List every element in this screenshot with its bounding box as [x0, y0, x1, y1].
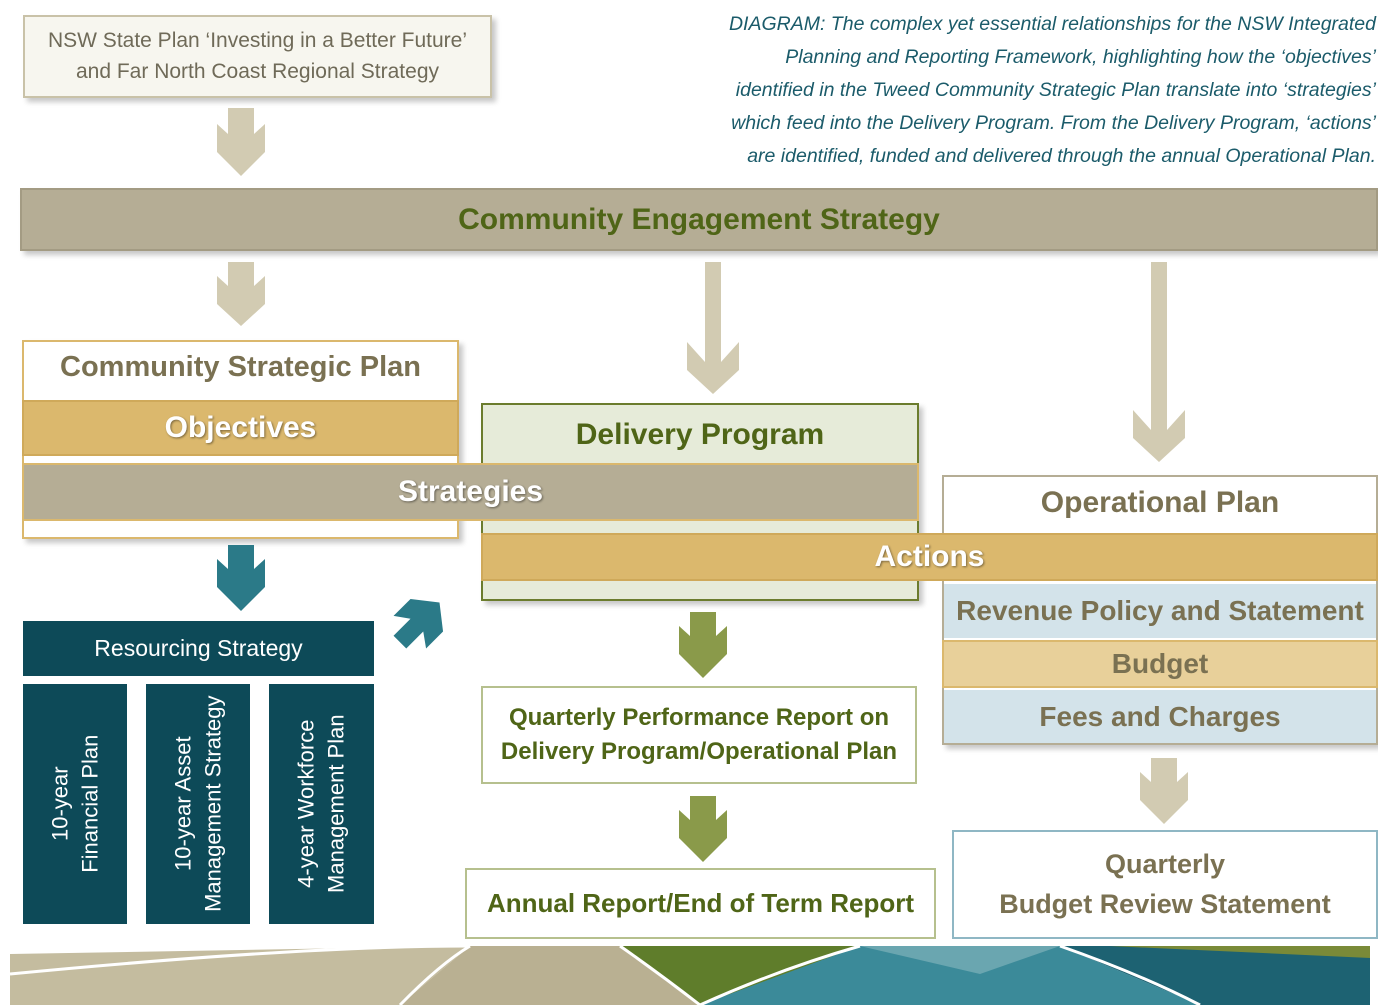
decorative-footer-band [0, 944, 1378, 1005]
delivery-program-title-text: Delivery Program [575, 418, 825, 451]
caption-line3: identified in the Tweed Community Strate… [735, 79, 1376, 101]
actions-band: Actions [481, 533, 1378, 581]
annual-report-box: Annual Report/End of Term Report [465, 868, 936, 939]
down-arrow-icon [217, 545, 265, 611]
down-arrow-icon [1133, 262, 1185, 462]
workforce-management-line2: Management Plan [323, 714, 349, 894]
state-plan-line1: NSW State Plan ‘Investing in a Better Fu… [47, 29, 468, 53]
financial-plan-line1: 10-year [47, 766, 73, 842]
strategies-label: Strategies [397, 475, 544, 508]
caption-line4: which feed into the Delivery Program. Fr… [731, 112, 1376, 134]
down-arrow-icon [217, 262, 265, 326]
down-arrow-icon [679, 796, 727, 862]
caption-line1: DIAGRAM: The complex yet essential relat… [728, 13, 1376, 35]
community-engagement-label: Community Engagement Strategy [458, 202, 940, 236]
financial-plan-column: 10-year Financial Plan [23, 684, 127, 924]
budget-label: Budget [1111, 648, 1209, 679]
annual-report-label: Annual Report/End of Term Report [486, 888, 915, 918]
quarterly-report-line2: Delivery Program/Operational Plan [500, 738, 898, 765]
actions-label: Actions [874, 540, 985, 573]
diagonal-arrow-icon [393, 598, 444, 649]
resourcing-strategy-header: Resourcing Strategy [23, 621, 374, 676]
quarterly-budget-line2: Budget Review Statement [999, 888, 1331, 919]
fees-charges-label: Fees and Charges [1039, 700, 1281, 732]
down-arrow-icon [679, 612, 727, 678]
down-arrow-icon [1140, 758, 1188, 824]
state-plan-line2: and Far North Coast Regional Strategy [75, 59, 440, 83]
diagram-caption: DIAGRAM: The complex yet essential relat… [600, 8, 1376, 173]
asset-management-line1: 10-year Asset [170, 736, 196, 872]
state-plan-box: NSW State Plan ‘Investing in a Better Fu… [23, 15, 492, 98]
down-arrow-icon [217, 108, 265, 176]
quarterly-budget-review-box: Quarterly Budget Review Statement [952, 830, 1378, 939]
budget-band: Budget [942, 640, 1378, 688]
quarterly-budget-line1: Quarterly [1104, 849, 1226, 880]
workforce-management-line1: 4-year Workforce [293, 719, 319, 889]
strategies-band: Strategies [22, 463, 919, 521]
caption-line2: Planning and Reporting Framework, highli… [785, 46, 1376, 68]
csp-title-text: Community Strategic Plan [60, 350, 421, 383]
operational-plan-title: Operational Plan [942, 478, 1378, 528]
caption-line5: are identified, funded and delivered thr… [747, 145, 1376, 167]
quarterly-performance-report-box: Quarterly Performance Report on Delivery… [481, 686, 917, 784]
csp-title: Community Strategic Plan [22, 345, 459, 389]
quarterly-report-line1: Quarterly Performance Report on [508, 704, 890, 732]
asset-management-line2: Management Strategy [200, 695, 225, 913]
asset-management-column: 10-year Asset Management Strategy [146, 684, 250, 924]
resourcing-strategy-label: Resourcing Strategy [94, 635, 303, 661]
community-engagement-band: Community Engagement Strategy [20, 188, 1378, 251]
revenue-policy-label: Revenue Policy and Statement [956, 595, 1364, 626]
objectives-label: Objectives [164, 411, 317, 444]
workforce-management-column: 4-year Workforce Management Plan [269, 684, 374, 924]
operational-plan-title-text: Operational Plan [1040, 486, 1280, 519]
revenue-policy-band: Revenue Policy and Statement [944, 584, 1376, 638]
down-arrow-icon [687, 262, 739, 394]
objectives-band: Objectives [22, 400, 459, 456]
financial-plan-line2: Financial Plan [77, 734, 102, 874]
fees-charges-band: Fees and Charges [944, 690, 1376, 743]
delivery-program-title: Delivery Program [481, 411, 919, 459]
